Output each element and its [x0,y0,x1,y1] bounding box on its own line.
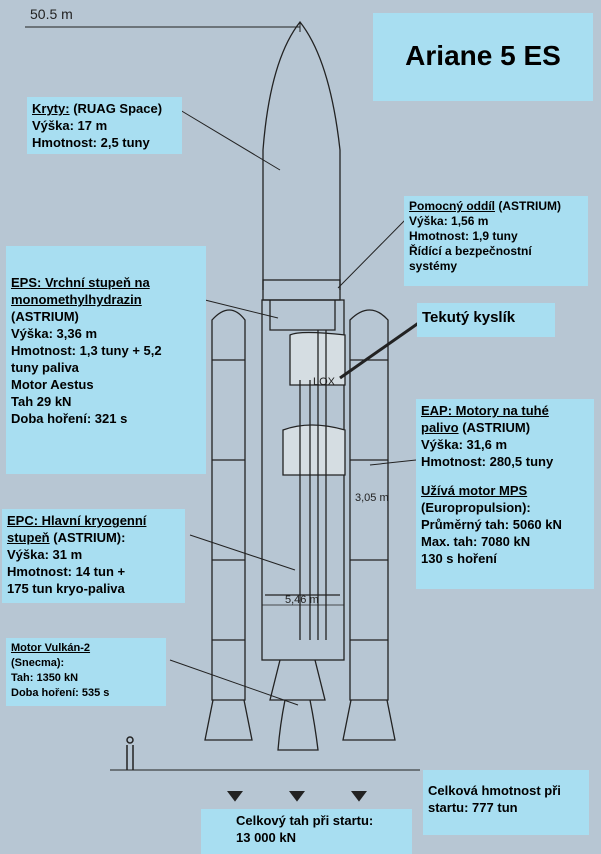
epc-name: EPC: Hlavní kryogenní stupeň [7,513,147,545]
fairing-line: Výška: 17 m [32,118,108,133]
eap-motor-title: Užívá motor MPS [421,483,528,498]
vulcain-box: Motor Vulkán-2 (Snecma): Tah: 1350 kN Do… [6,638,166,706]
epc-line: Výška: 31 m [7,547,83,562]
vulcain-line: Tah: 1350 kN [11,672,79,684]
fairing-maker: (RUAG Space) [73,101,163,116]
eps-line: Hmotnost: 1,3 tuny + 5,2 [11,343,162,358]
liftoff-thrust-label: Celkový tah při startu: [236,813,374,828]
core-engine-nozzle [277,699,319,751]
height-dimension-text: 50.5 m [30,6,73,22]
booster-diameter-label: 3,05 m [355,492,389,504]
vulcain-line: Doba hoření: 535 s [11,687,110,699]
lox-label: LOX [313,376,336,388]
vehicle-equipment-name: Pomocný oddíl [409,199,496,213]
vehicle-equipment-line: systémy [409,259,458,273]
epc-box: EPC: Hlavní kryogenní stupeň (ASTRIUM): … [2,509,185,603]
vulcain-leader [169,659,299,706]
lox-callout-box: Tekutý kyslík [417,303,555,337]
booster-right [349,309,389,701]
eap-name: EAP: Motory na tuhé palivo [421,403,549,435]
eap-motor-line: Max. tah: 7080 kN [421,534,531,549]
eap-line: Hmotnost: 280,5 tuny [421,454,554,469]
vulcain-line: (Snecma): [11,657,65,669]
eap-motor-line: Průměrný tah: 5060 kN [421,517,562,532]
core-engine [269,659,326,701]
eap-motor-line: 130 s hoření [421,551,497,566]
eap-line: Výška: 31,6 m [421,437,508,452]
vehicle-equipment-line: Výška: 1,56 m [409,214,489,228]
eps-name: EPS: Vrchní stupeň na monomethylhydrazin [11,275,150,307]
core-stage [261,299,345,661]
eap-maker: (ASTRIUM) [462,420,531,435]
lh2-tank [282,424,346,476]
eps-line: Výška: 3,36 m [11,326,98,341]
booster-left [211,309,246,701]
fairing-leader [179,109,281,171]
fairing-outline [262,20,341,290]
epc-leader [189,534,296,571]
eps-line: Tah 29 kN [11,394,72,409]
upper-stage [269,300,336,331]
core-diameter-label: 5,46 m [285,594,319,606]
fairing-name: Kryty: [32,101,70,116]
eps-line: Motor Aestus [11,377,94,392]
vehicle-equipment-box: Pomocný oddíl (ASTRIUM) Výška: 1,56 m Hm… [404,196,588,286]
vehicle-equipment-line: Hmotnost: 1,9 tuny [409,229,518,243]
liftoff-thrust-value: 13 000 kN [236,830,296,845]
page-title: Ariane 5 ES [405,40,561,71]
eps-line: tuny paliva [11,360,79,375]
eap-motor-line: (Europropulsion): [421,500,531,515]
eps-box: EPS: Vrchní stupeň na monomethylhydrazin… [6,246,206,474]
thrust-arrows [227,791,367,802]
liftoff-thrust-box: Celkový tah při startu: 13 000 kN [201,809,412,854]
fairing-box: Kryty: (RUAG Space) Výška: 17 m Hmotnost… [27,97,182,154]
eps-line: Doba hoření: 321 s [11,411,128,426]
epc-maker: (ASTRIUM): [53,530,126,545]
eap-box: EAP: Motory na tuhé palivo (ASTRIUM) Výš… [416,399,594,589]
vehicle-equipment-line: Řídící a bezpečnostní [409,244,532,258]
people-silhouettes [126,736,134,770]
vehicle-equipment-maker: (ASTRIUM) [498,199,562,213]
liftoff-mass-text: Celková hmotnost při startu: 777 tun [428,783,561,815]
eap-leader [369,459,417,466]
eps-leader [204,299,279,319]
lox-leader [339,320,421,380]
vulcain-name: Motor Vulkán-2 [11,642,91,654]
epc-line: Hmotnost: 14 tun + [7,564,126,579]
epc-line: 175 tun kryo-paliva [7,581,125,596]
fairing-line: Hmotnost: 2,5 tuny [32,135,150,150]
equipment-bay [262,279,341,301]
lox-callout-text: Tekutý kyslík [422,309,516,326]
liftoff-mass-box: Celková hmotnost při startu: 777 tun [423,770,589,835]
vehicle-equipment-leader [337,214,411,289]
title-box: Ariane 5 ES [373,13,593,101]
eps-maker: (ASTRIUM) [11,309,79,324]
